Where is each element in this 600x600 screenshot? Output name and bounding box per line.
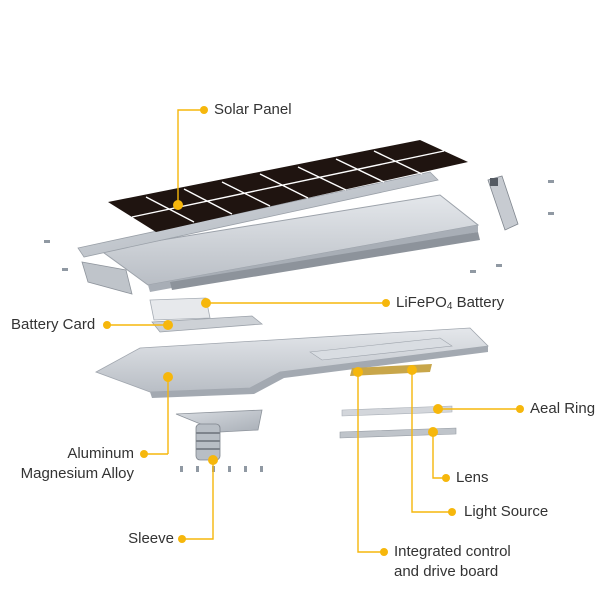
end-cap-left: [81, 261, 133, 295]
dot-battery-part: [201, 298, 211, 308]
label-battery-subscript: 4: [446, 301, 453, 312]
dot-lens-part: [428, 427, 438, 437]
dot-board-label: [380, 548, 388, 556]
top-rail: [77, 171, 439, 258]
label-light-source: Light Source: [464, 503, 549, 520]
label-battery-suffix: Battery: [452, 294, 505, 311]
dot-alloy-label: [140, 450, 148, 458]
label-sleeve: Sleeve: [128, 530, 174, 547]
solar-cell-area: [108, 140, 468, 232]
solar-cell-grid: [131, 150, 445, 223]
dot-aeal-ring-label: [516, 405, 524, 413]
callout-dots: [103, 106, 524, 556]
dot-battery-label: [382, 299, 390, 307]
dot-battery-card-label: [103, 321, 111, 329]
lamp-led-window: [309, 337, 453, 361]
leader-lens: [432, 432, 446, 479]
dot-alloy-part: [163, 372, 173, 382]
label-alloy-line2: Magnesium Alloy: [20, 465, 134, 482]
label-battery-prefix: LiFePO: [396, 294, 447, 311]
dot-aeal-ring-part: [433, 404, 443, 414]
leader-board: [357, 372, 384, 553]
dot-sleeve-label: [178, 535, 186, 543]
label-alloy-line1: Aluminum: [67, 445, 134, 462]
leader-solar-panel: [177, 109, 204, 205]
dot-solar-panel-label: [200, 106, 208, 114]
lens-plate: [339, 427, 457, 439]
lamp-body-top: [95, 327, 489, 393]
dot-solar-panel-part: [173, 200, 183, 210]
end-cap-right-shade: [490, 178, 498, 186]
label-board-line2: and drive board: [394, 563, 499, 580]
dot-lens-label: [442, 474, 450, 482]
battery-assembly: [149, 297, 264, 333]
side-rail-bottom: [170, 232, 480, 290]
leader-lines: [107, 109, 520, 553]
leader-light-source: [411, 370, 452, 513]
leader-sleeve: [182, 460, 214, 540]
dot-sleeve-part: [208, 455, 218, 465]
battery-box: [149, 297, 211, 321]
sleeve-assembly: [175, 409, 263, 472]
battery-card-plate: [151, 315, 264, 333]
aeal-ring-plate: [341, 405, 453, 417]
label-lens: Lens: [456, 469, 489, 486]
sleeve-screws: [180, 466, 263, 472]
label-battery-card: Battery Card: [11, 316, 96, 333]
label-board-line1: Integrated control: [394, 543, 511, 560]
end-cap-right: [487, 175, 519, 231]
panel-screws: [44, 180, 554, 273]
dot-light-source-part: [407, 365, 417, 375]
dot-battery-card-part: [163, 320, 173, 330]
label-solar-panel: Solar Panel: [214, 101, 292, 118]
lamp-body: [95, 327, 489, 439]
solar-panel-assembly: [44, 140, 554, 295]
label-battery: LiFePO4 Battery: [396, 293, 504, 317]
dot-board-part: [353, 367, 363, 377]
label-aeal-ring: Aeal Ring: [530, 400, 596, 417]
sleeve-threads: [196, 432, 220, 450]
lamp-body-edge: [150, 346, 488, 398]
dot-light-source-label: [448, 508, 456, 516]
